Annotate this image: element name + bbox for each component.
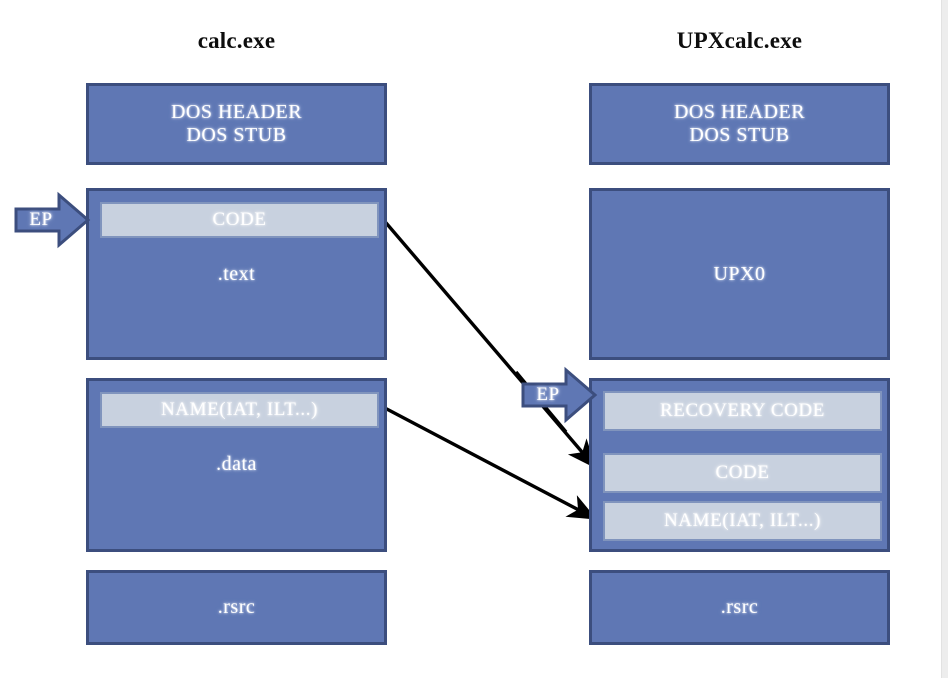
section-data-original[interactable]: NAME(IAT, ILT...) .data [86, 378, 387, 552]
column-title-packed: UPXcalc.exe [676, 28, 803, 53]
page-edge-strip [941, 0, 948, 678]
ep-arrow-shape-original [14, 191, 91, 249]
section-upx1-packed[interactable]: RECOVERY CODE CODE NAME(IAT, ILT...) [589, 378, 890, 552]
bar-name-iat-ilt-original[interactable]: NAME(IAT, ILT...) [100, 392, 379, 428]
bar-code-packed[interactable]: CODE [603, 453, 882, 493]
section-label-rsrc-packed: .rsrc [720, 596, 759, 618]
section-dos-header-packed[interactable]: DOS HEADER DOS STUB [589, 83, 890, 165]
section-label-dos-original: DOS HEADER DOS STUB [170, 101, 303, 146]
connector-code-to-code [379, 215, 597, 469]
bar-name-iat-ilt-packed[interactable]: NAME(IAT, ILT...) [603, 501, 882, 541]
column-title-original: calc.exe [197, 28, 276, 53]
bar-code-original[interactable]: CODE [100, 202, 379, 238]
section-dos-header-original[interactable]: DOS HEADER DOS STUB [86, 83, 387, 165]
section-label-dos-packed: DOS HEADER DOS STUB [673, 101, 806, 146]
section-label-upx0: UPX0 [713, 262, 766, 285]
entry-point-label-packed: EP [536, 384, 560, 405]
section-label-text-original: .text [217, 263, 256, 285]
section-label-data-original: .data [216, 453, 257, 475]
connector-name-to-name [380, 404, 598, 520]
section-label-rsrc-original: .rsrc [217, 596, 256, 618]
entry-point-arrow-original[interactable]: EP [14, 191, 91, 249]
ep-arrow-shape-packed [521, 366, 598, 424]
entry-point-arrow-packed[interactable]: EP [521, 366, 598, 424]
section-text-original[interactable]: CODE .text [86, 188, 387, 360]
bar-recovery-code-packed[interactable]: RECOVERY CODE [603, 391, 882, 431]
section-rsrc-packed[interactable]: .rsrc [589, 570, 890, 645]
section-upx0-packed[interactable]: UPX0 [589, 188, 890, 360]
section-rsrc-original[interactable]: .rsrc [86, 570, 387, 645]
entry-point-label-original: EP [29, 209, 53, 230]
